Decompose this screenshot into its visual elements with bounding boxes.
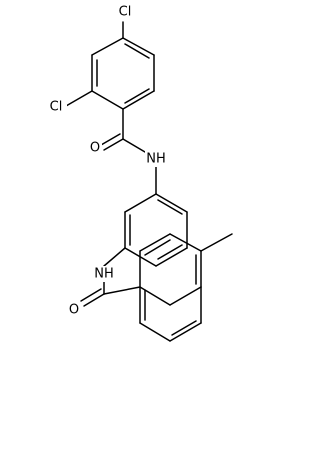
naphthalene-upper-ring bbox=[139, 233, 202, 306]
molecule-structure: Cl Cl O NH NH O bbox=[45, 4, 233, 342]
bond-ring-n-bottom bbox=[103, 247, 126, 267]
dichlorophenyl-ring bbox=[91, 37, 155, 110]
atom-nh-top: NH bbox=[146, 152, 166, 167]
label-nh-bottom: NH bbox=[93, 266, 115, 282]
bond-carbonyl-naphthyl bbox=[103, 286, 141, 295]
label-cl-top: Cl bbox=[114, 4, 136, 20]
bond-carbonyl-o-bottom-2 bbox=[80, 288, 102, 302]
bond-carbonyl-o-top bbox=[103, 138, 124, 151]
label-nh-top: NH bbox=[145, 151, 167, 167]
bond-carbonyl-o-top-2 bbox=[100, 133, 121, 146]
bond-carbonyl-n-top bbox=[122, 138, 146, 153]
naphthalene-lower-ring bbox=[139, 286, 202, 342]
atom-cl-left: Cl bbox=[50, 100, 63, 115]
atom-cl-top: Cl bbox=[119, 5, 132, 20]
atom-nh-bottom: NH bbox=[94, 267, 114, 282]
label-o-top: O bbox=[88, 140, 102, 156]
bond-c-cl-left bbox=[65, 90, 93, 107]
label-cl-left: Cl bbox=[45, 99, 67, 115]
bond-methyl bbox=[200, 233, 233, 252]
phenylene-ring bbox=[124, 193, 188, 267]
atom-o-top: O bbox=[90, 141, 100, 156]
atom-o-bottom: O bbox=[69, 303, 79, 318]
bond-carbonyl-o-bottom bbox=[83, 293, 105, 307]
label-o-bottom: O bbox=[67, 302, 81, 318]
